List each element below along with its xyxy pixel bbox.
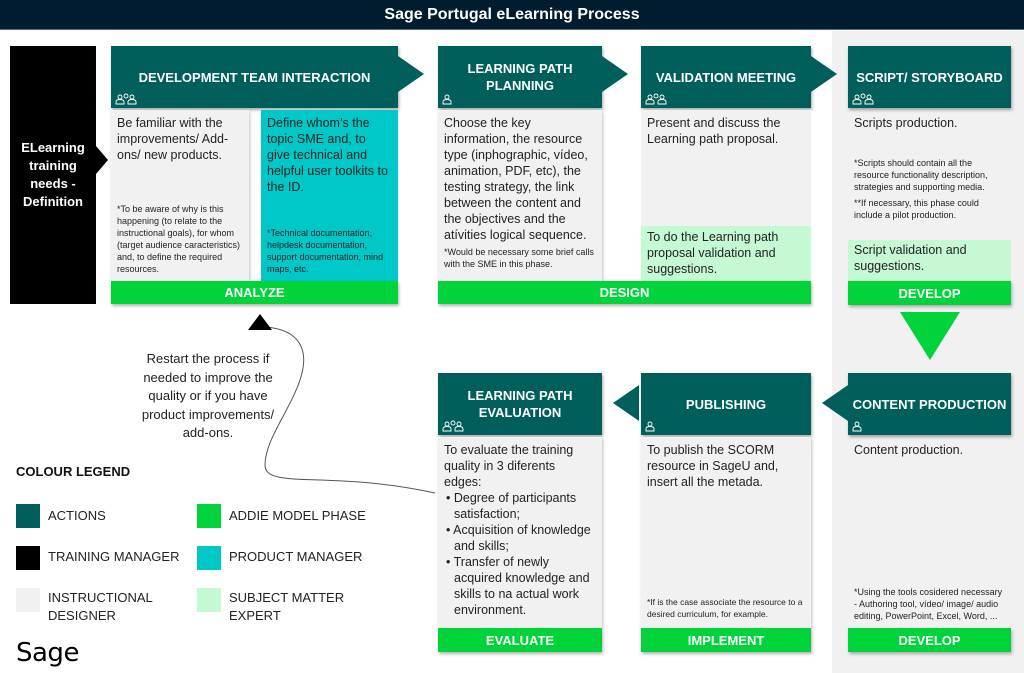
phase-develop-2-label: DEVELOP [898,632,961,648]
instructional-designer-box-evaluation: To evaluate the training quality in 3 di… [438,437,602,628]
legend-label-instructional-designer: INSTRUCTIONAL DESIGNER [48,590,153,623]
page-title: Sage Portugal eLearning Process [384,5,640,23]
script-text: Scripts production. [854,116,958,130]
evaluation-bullet: Degree of participants satisfaction; [444,490,596,522]
arrow-right-3 [811,56,837,92]
group-icon [115,93,137,105]
dev-team-interaction-header: DEVELOPMENT TEAM INTERACTION [111,46,398,108]
publishing-note: *If is the case associate the resource t… [647,597,803,619]
person-icon [852,421,862,432]
group-icon [852,93,874,105]
arrow-left-2 [613,385,639,421]
content-production-header: CONTENT PRODUCTION [848,373,1011,435]
product-manager-box: Define whom’s the topic SME and, to give… [261,110,398,281]
phase-design-label: DESIGN [599,285,650,300]
start-training-needs-box: ELearning training needs - Definition [10,46,96,304]
lp-planning-title: LEARNING PATH PLANNING [467,61,573,93]
sme-box-validation: To do the Learning path proposal validat… [641,226,811,281]
content-note: *Using the tools cosidered necessary - A… [854,587,1003,621]
script-storyboard-header: SCRIPT/ STORYBOARD [848,46,1011,108]
legend-label-addie: ADDIE MODEL PHASE [229,508,366,523]
legend-swatch-product-manager [197,546,221,570]
start-label: ELearning training needs - Definition [21,140,85,209]
content-text: Content production. [854,443,964,457]
phase-develop-2: DEVELOP [848,628,1011,652]
legend-label-sme: SUBJECT MATTER EXPERT [229,590,345,623]
phase-design: DESIGN [438,281,811,304]
evaluation-title: LEARNING PATH EVALUATION [467,388,573,420]
restart-note: Restart the process if needed to improve… [138,350,278,443]
script-body: Scripts production. *Scripts should cont… [848,110,1011,238]
instructional-designer-box-planning: Choose the key information, the resource… [438,110,602,281]
legend-label-actions: ACTIONS [48,508,106,523]
sage-logo: Sage [16,638,79,668]
learning-path-evaluation-header: LEARNING PATH EVALUATION [438,373,602,435]
legend-title: COLOUR LEGEND [16,464,131,479]
restart-note-text: Restart the process if needed to improve… [141,351,275,440]
phase-implement: IMPLEMENT [641,628,811,652]
script-note-1: *Scripts should contain all the resource… [854,158,988,192]
arrow-right-2 [602,56,628,92]
legend-swatch-sme [197,588,221,612]
phase-develop-1-label: DEVELOP [898,285,961,301]
validation-sme-text: To do the Learning path proposal validat… [647,230,779,276]
phase-evaluate: EVALUATE [438,628,602,652]
phase-analyze: ANALYZE [111,281,398,304]
dev-team-right-text: Define whom’s the topic SME and, to give… [267,116,388,194]
script-sme-text: Script validation and suggestions. [854,243,967,273]
evaluation-bullet: Acquisition of knowledge and skills; [444,522,596,554]
learning-path-planning-header: LEARNING PATH PLANNING [438,46,602,108]
sme-box-script: Script validation and suggestions. [848,240,1011,281]
dev-team-right-note: *Technical documentation, helpdesk docum… [267,228,384,274]
phase-analyze-label: ANALYZE [224,285,285,300]
arrow-down [900,312,960,360]
content-title: CONTENT PRODUCTION [852,396,1007,412]
legend-swatch-instructional-designer [16,588,40,612]
evaluation-bullet: Transfer of newly acquired knowledge and… [444,554,596,618]
script-note-2: **If necessary, this phase could include… [854,198,979,220]
dev-team-left-note: *To be aware of why is this happening (t… [117,204,241,274]
group-icon [645,93,667,105]
lp-planning-note: *Would be necessary some brief calls wit… [444,247,594,269]
legend-label-training-manager: TRAINING MANAGER [48,549,180,564]
validation-text: Present and discuss the Learning path pr… [647,116,781,146]
instructional-designer-box-analyze: Be familiar with the improvements/ Add-o… [111,110,249,281]
dev-team-left-text: Be familiar with the improvements/ Add-o… [117,116,229,162]
lp-planning-text: Choose the key information, the resource… [444,116,588,242]
phase-develop-1: DEVELOP [848,281,1011,305]
publishing-header: PUBLISHING [641,373,811,435]
start-arrow [96,146,108,174]
restart-arrowhead [248,314,272,330]
dev-team-title: DEVELOPMENT TEAM INTERACTION [138,69,371,85]
instructional-designer-box-validation: Present and discuss the Learning path pr… [641,110,811,226]
arrow-left-1 [822,385,848,421]
phase-implement-label: IMPLEMENT [687,632,765,648]
evaluation-bullet-list: Degree of participants satisfaction; Acq… [444,490,596,618]
restart-loop-arrow [248,314,436,494]
content-body: Content production. *Using the tools cos… [848,437,1011,628]
person-icon [645,421,655,432]
legend-swatch-actions [16,504,40,528]
instructional-designer-box-publishing: To publish the SCORM resource in SageU a… [641,437,811,628]
legend-swatch-training-manager [16,546,40,570]
phase-evaluate-label: EVALUATE [485,632,555,648]
publishing-text: To publish the SCORM resource in SageU a… [647,443,779,489]
group-icon [442,420,464,432]
evaluation-intro: To evaluate the training quality in 3 di… [444,443,574,489]
legend-swatch-addie [197,504,221,528]
legend-label-product-manager: PRODUCT MANAGER [229,549,363,564]
arrow-right-1 [398,56,424,92]
validation-meeting-header: VALIDATION MEETING [641,46,811,108]
restart-curve [264,326,436,494]
title-bar: Sage Portugal eLearning Process [0,0,1024,30]
validation-title: VALIDATION MEETING [655,69,797,85]
script-title: SCRIPT/ STORYBOARD [856,69,1003,85]
person-icon [442,94,452,105]
publishing-title: PUBLISHING [685,396,767,412]
